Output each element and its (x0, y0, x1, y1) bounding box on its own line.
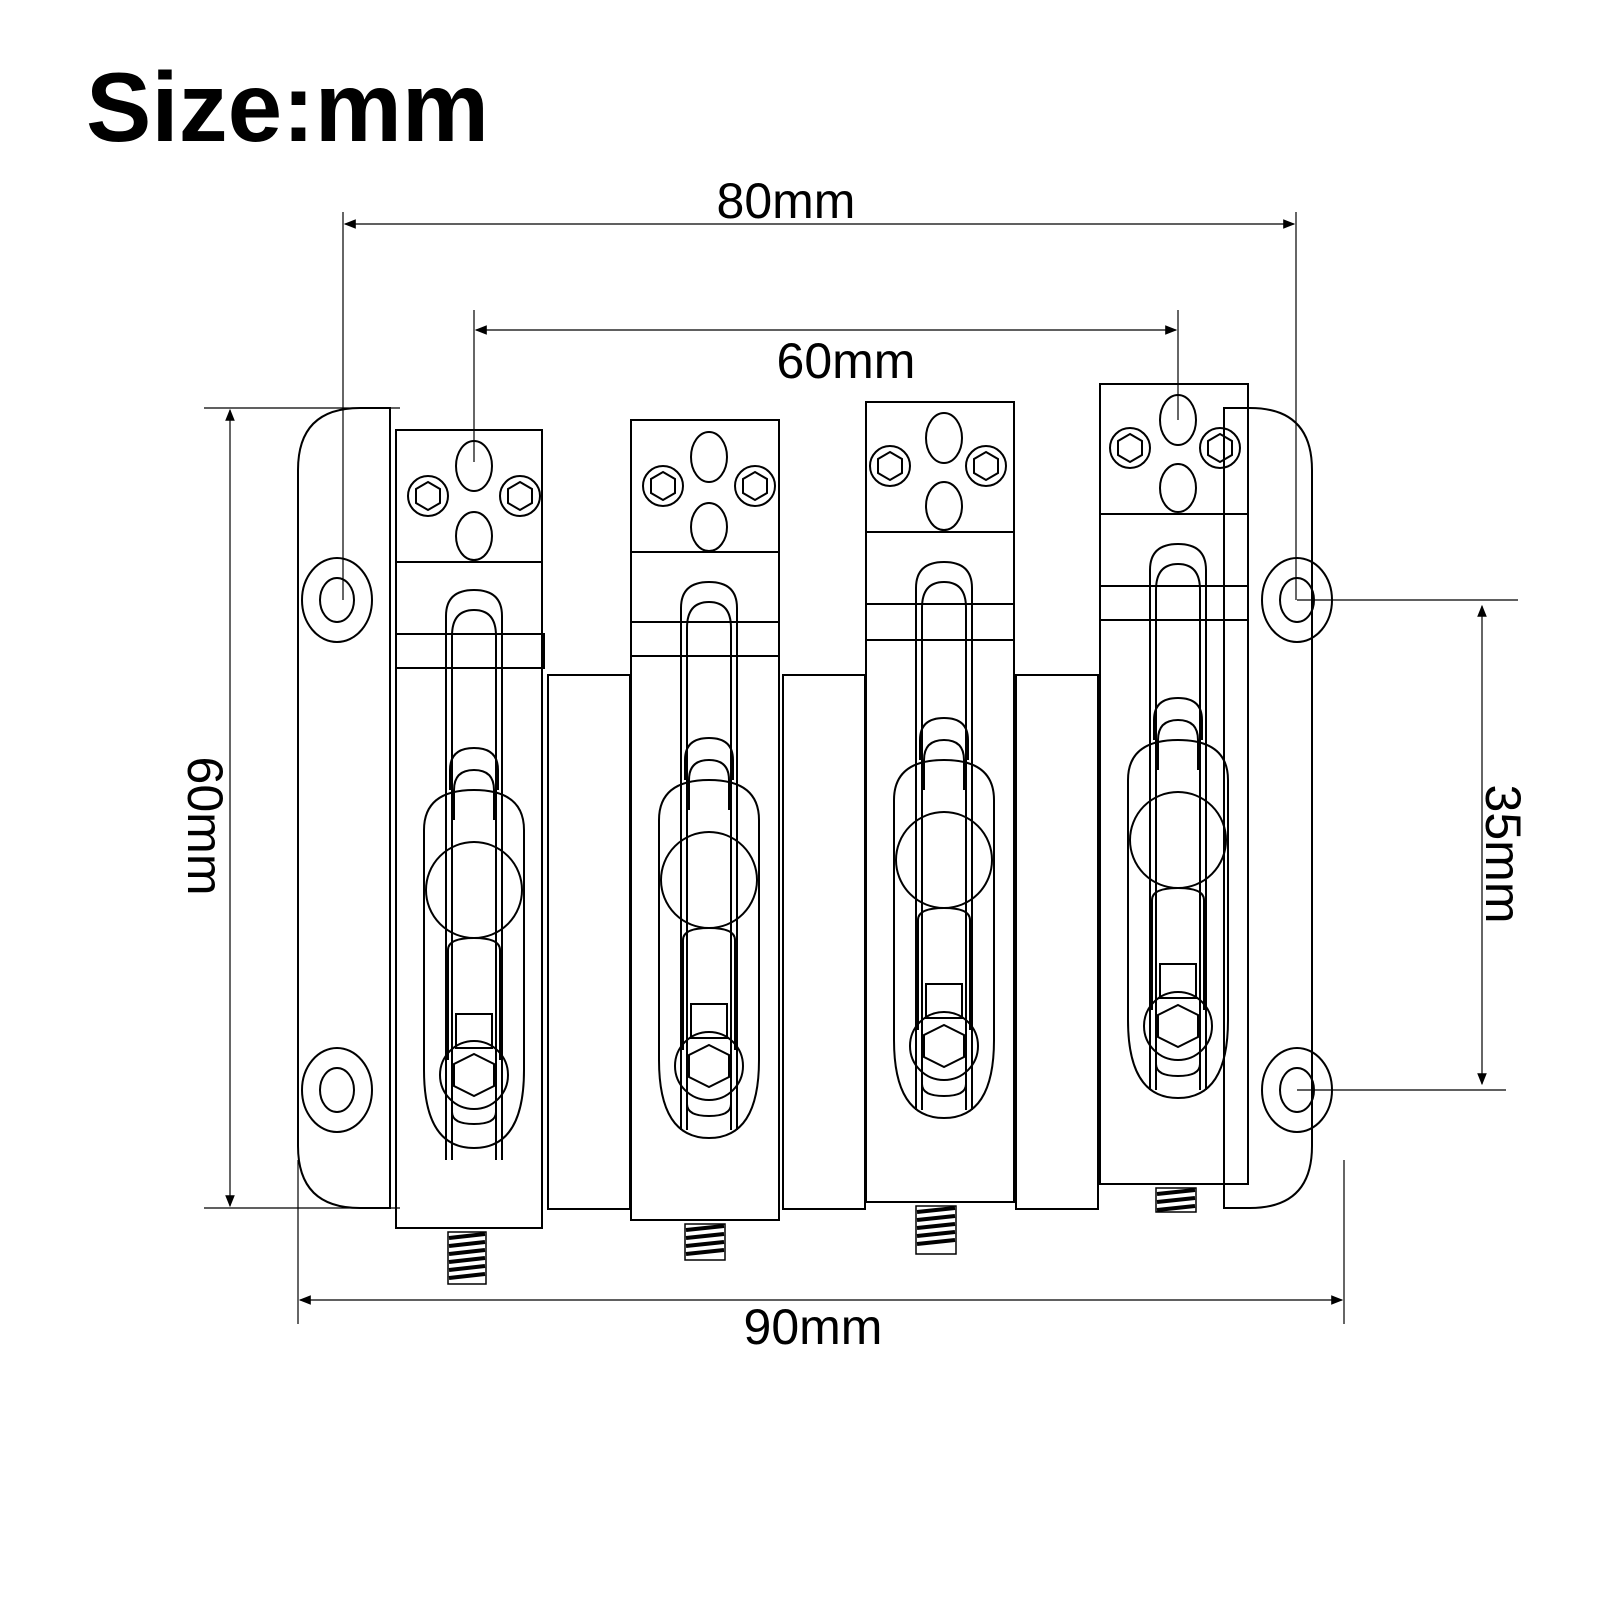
saddle-1 (395, 429, 545, 1229)
mounting-hole (301, 1047, 373, 1133)
dim-label-60mm-height: 60mm (177, 757, 233, 896)
saddle-4 (1099, 383, 1249, 1185)
dim-label-60mm-width: 60mm (777, 333, 916, 389)
dim-label-35mm: 35mm (1475, 785, 1531, 924)
base-plate (297, 407, 1313, 1209)
saddle-3 (865, 401, 1015, 1203)
saddle-3-spring (915, 1205, 957, 1255)
saddle-2 (630, 419, 780, 1221)
saddle-2-spring (684, 1223, 726, 1261)
page-title: Size:mm (86, 52, 490, 162)
saddle-1-spring (447, 1231, 487, 1285)
separator (1015, 674, 1099, 1210)
saddle-4-spring (1155, 1187, 1197, 1213)
dim-label-90mm: 90mm (744, 1299, 883, 1355)
separator (782, 674, 866, 1210)
separator (547, 674, 631, 1210)
mounting-hole (301, 557, 373, 643)
dimension-lines (204, 212, 1518, 1324)
dim-label-80mm: 80mm (717, 173, 856, 229)
